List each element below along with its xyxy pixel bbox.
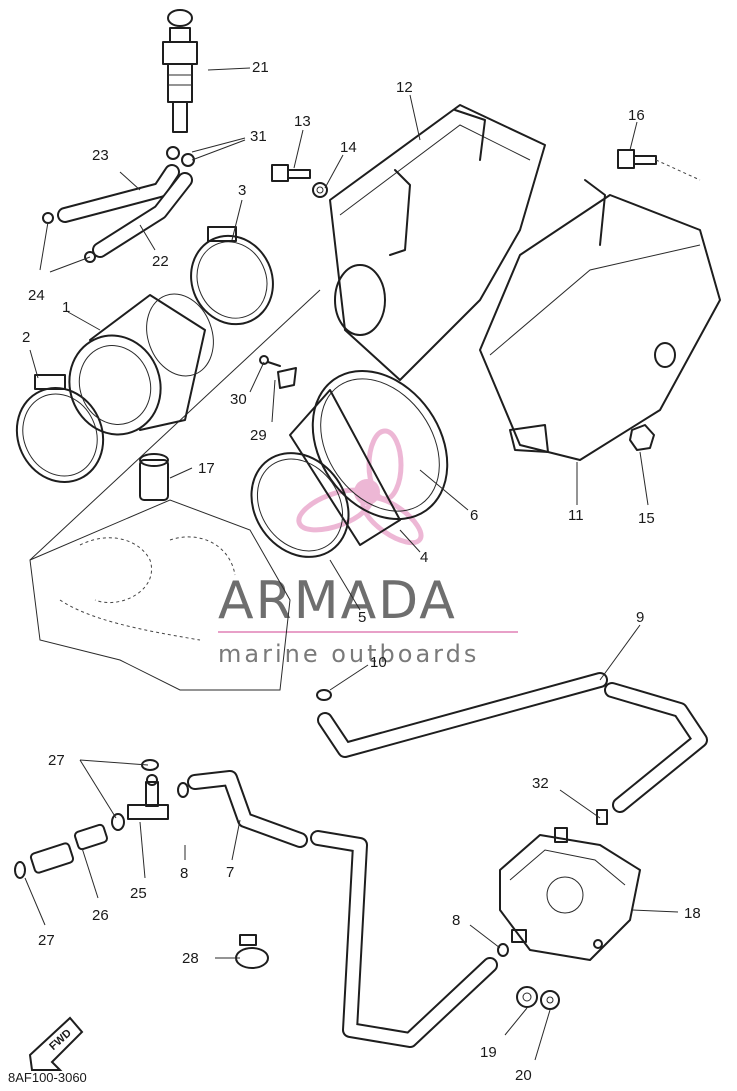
hose-7 <box>187 770 308 848</box>
watermark-logo: ARMADA marine outboards <box>218 428 518 668</box>
seal-20 <box>540 990 560 1010</box>
callout-20: 20 <box>515 1067 532 1084</box>
tee-joint-25 <box>127 774 169 820</box>
callout-15: 15 <box>638 510 655 527</box>
watermark-title: ARMADA <box>218 571 457 631</box>
callout-4: 4 <box>420 549 428 566</box>
clamp-28 <box>235 934 269 969</box>
hose-8 <box>310 830 498 1048</box>
callout-3: 3 <box>238 182 246 199</box>
fwd-arrow-icon: FWD <box>28 1016 84 1071</box>
hose-23 <box>57 164 180 223</box>
clip-8 <box>497 943 509 957</box>
airbox-half-12 <box>329 104 546 381</box>
callout-30: 30 <box>230 391 247 408</box>
callout-28: 28 <box>182 950 199 967</box>
fitting-21 <box>162 9 198 133</box>
callout-26: 26 <box>92 907 109 924</box>
callout-17: 17 <box>198 460 215 477</box>
washer-14 <box>312 182 328 198</box>
leader-lines <box>24 67 679 1061</box>
callout-31: 31 <box>250 128 267 145</box>
callout-25: 25 <box>130 885 147 902</box>
plug-17 <box>139 453 169 501</box>
callout-labels: 21 31 23 22 24 1 2 3 12 13 14 16 15 11 1… <box>22 59 701 1084</box>
callout-13: 13 <box>294 113 311 130</box>
callout-23: 23 <box>92 147 109 164</box>
callout-29: 29 <box>250 427 267 444</box>
clips-31 <box>166 146 195 167</box>
clamp-3 <box>190 226 274 326</box>
clip-10 <box>316 689 332 701</box>
callout-11: 11 <box>568 507 584 524</box>
clamp-2 <box>15 374 105 483</box>
callout-14: 14 <box>340 139 357 156</box>
fuel-pump-18 <box>499 827 641 961</box>
nut-15 <box>629 424 655 451</box>
watermark-subtitle: marine outboards <box>218 640 479 668</box>
callout-8: 8 <box>180 865 188 882</box>
callout-1: 1 <box>62 299 70 316</box>
callout-7: 7 <box>226 864 234 881</box>
callout-2: 2 <box>22 329 30 346</box>
screw-30 <box>259 355 281 367</box>
clips-27 <box>14 759 189 879</box>
callout-6: 6 <box>470 507 478 524</box>
gasket-5 <box>250 452 350 558</box>
fitting-32 <box>596 809 608 825</box>
silencer-6 <box>289 369 449 546</box>
callout-12: 12 <box>396 79 413 96</box>
callout-21: 21 <box>252 59 269 76</box>
hose-26 <box>29 823 109 874</box>
drawing-code: 8AF100-3060 <box>8 1070 87 1085</box>
engine-outline <box>29 289 321 691</box>
callout-5: 5 <box>358 609 366 626</box>
cap-19 <box>516 986 538 1008</box>
callout-24: 24 <box>28 287 45 304</box>
callout-27-top: 27 <box>48 752 65 769</box>
intake-joint-1 <box>68 293 214 436</box>
hose-9 <box>317 672 708 813</box>
hose-22 <box>92 172 193 258</box>
callout-27-bottom: 27 <box>38 932 55 949</box>
callout-32: 32 <box>532 775 549 792</box>
callout-22: 22 <box>152 253 169 270</box>
callout-19: 19 <box>480 1044 497 1061</box>
callout-8-pump: 8 <box>452 912 460 929</box>
bolt-13 <box>271 164 311 182</box>
bracket-29 <box>277 367 297 389</box>
bolt-16 <box>617 149 701 181</box>
airbox-half-11 <box>479 179 721 461</box>
callout-16: 16 <box>628 107 645 124</box>
callout-10: 10 <box>370 654 387 671</box>
callout-18: 18 <box>684 905 701 922</box>
callout-9: 9 <box>636 609 644 626</box>
